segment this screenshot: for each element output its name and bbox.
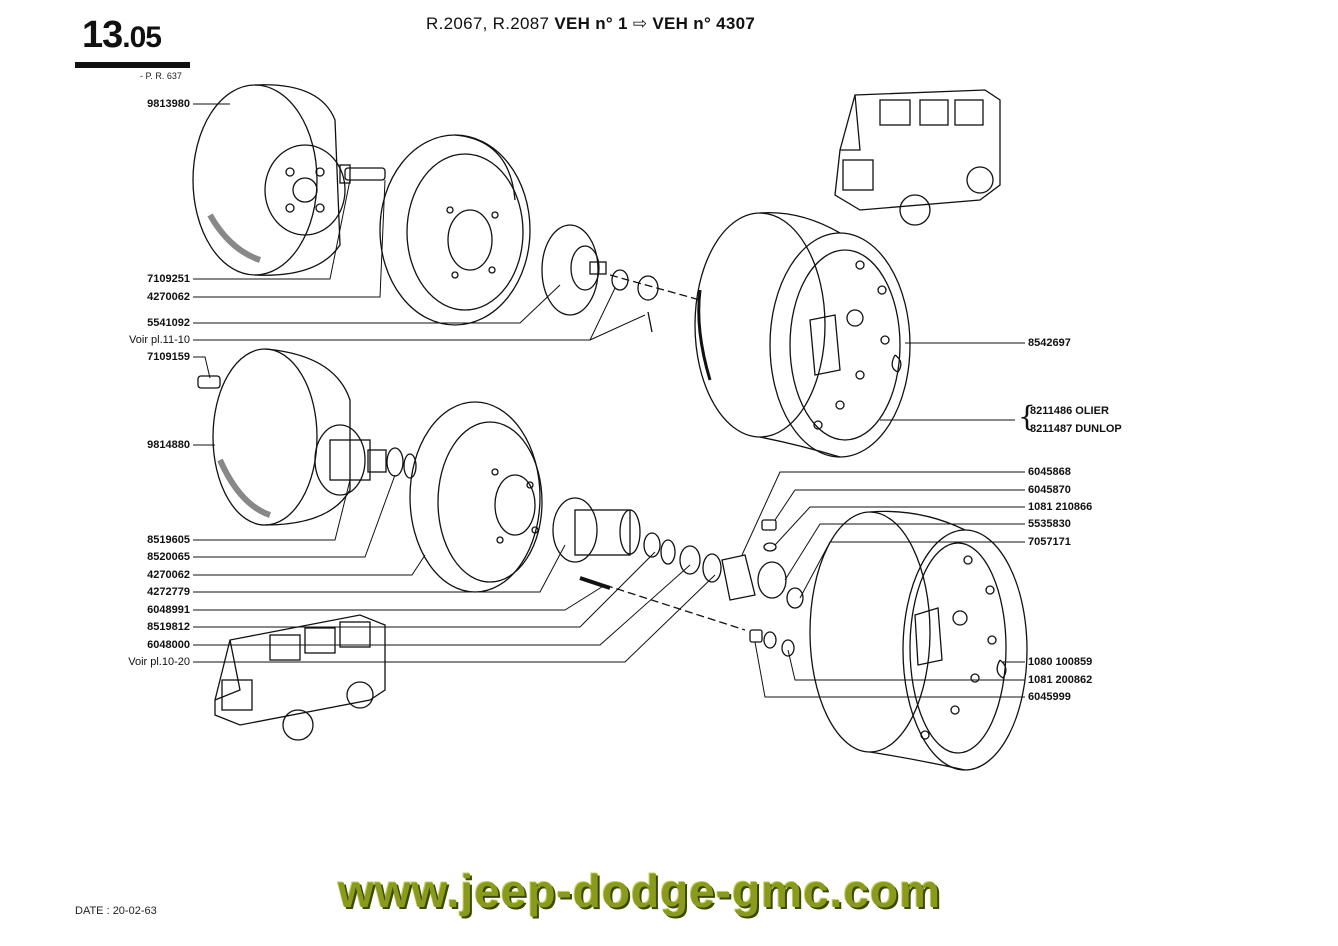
wheel-rim-icon	[809, 510, 1028, 771]
upper-backing-plate-icon	[379, 134, 531, 326]
part-label-8211486: 8211486 OLIER	[1030, 405, 1109, 417]
reference-link-voir-11-10[interactable]: Voir pl.11-10	[129, 334, 190, 346]
lower-brake-drum-icon	[212, 348, 387, 526]
wheel-rim-icon	[694, 212, 911, 458]
lower-backing-plate-icon	[409, 401, 543, 593]
part-label-5541092: 5541092	[147, 317, 190, 329]
website-watermark[interactable]: www.jeep-dodge-gmc.com	[338, 865, 942, 917]
part-label-6045999: 6045999	[1028, 691, 1071, 703]
part-label-7109159: 7109159	[147, 351, 190, 363]
part-label-6048000: 6048000	[147, 639, 190, 651]
part-label-4270062: 4270062	[147, 291, 190, 303]
part-label-6045868: 6045868	[1028, 466, 1071, 478]
upper-brake-drum-icon	[192, 84, 346, 276]
bolt-icon	[339, 164, 386, 184]
page-number: 13.05	[82, 14, 162, 56]
part-label-7057171: 7057171	[1028, 536, 1071, 548]
part-label-4272779: 4272779	[147, 586, 190, 598]
part-label-8519605: 8519605	[147, 534, 190, 546]
part-label-8211487: 8211487 DUNLOP	[1030, 423, 1122, 435]
page-number-underline	[75, 62, 190, 68]
reference-link-voir-10-20[interactable]: Voir pl.10-20	[128, 656, 190, 668]
date-stamp: DATE : 20-02-63	[75, 905, 157, 917]
part-label-1081-200862: 1081 200862	[1028, 674, 1093, 686]
part-label-1080-100859: 1080 100859	[1028, 656, 1093, 668]
part-label-9813980: 9813980	[147, 98, 190, 110]
part-label-4270062: 4270062	[147, 569, 190, 581]
bolt-icon	[197, 375, 221, 389]
upper-hub-icon	[541, 224, 607, 316]
pr-reference: - P. R. 637	[140, 71, 182, 81]
lower-hub-icon	[552, 497, 641, 563]
part-label-1081-210866: 1081 210866	[1028, 501, 1093, 513]
part-label-9814880: 9814880	[147, 439, 190, 451]
bracket-icon: {	[1018, 400, 1036, 433]
part-label-8519812: 8519812	[147, 621, 190, 633]
van-icon	[214, 614, 386, 741]
part-label-8520065: 8520065	[147, 551, 190, 563]
part-label-8542697: 8542697	[1028, 337, 1071, 349]
van-icon	[834, 89, 1001, 226]
part-label-5535830: 5535830	[1028, 518, 1071, 530]
page-title: R.2067, R.2087 VEH n° 1 ⇨ VEH n° 4307	[426, 14, 756, 33]
part-label-6045870: 6045870	[1028, 484, 1071, 496]
part-label-7109251: 7109251	[147, 273, 190, 285]
part-label-6048991: 6048991	[147, 604, 190, 616]
